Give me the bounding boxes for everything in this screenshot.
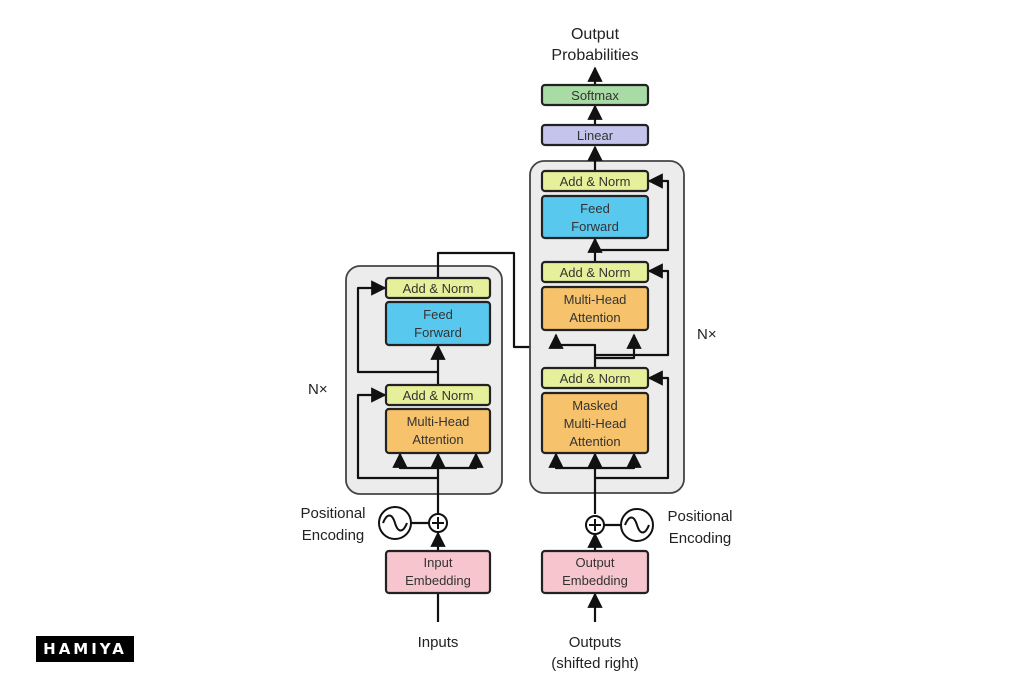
output-probabilities-label: Output	[571, 26, 620, 43]
encoder-feed-forward-label: Forward	[414, 325, 462, 340]
decoder-add-norm-top	[540, 169, 650, 193]
masked-attention-label: Multi-Head	[564, 416, 627, 431]
encoder-feed-forward-label: Feed	[423, 307, 453, 322]
decoder-feed-forward	[540, 194, 650, 240]
decoder-positional-encoding-label: Positional	[667, 508, 732, 525]
encoder-feed-forward	[384, 300, 492, 347]
input-embedding	[384, 549, 492, 595]
output-embedding-label: Embedding	[562, 573, 628, 588]
output-probabilities-label: Probabilities	[551, 47, 638, 64]
decoder-add-norm-mid	[540, 260, 650, 284]
decoder-add-norm-bottom-label: Add & Norm	[560, 371, 631, 386]
encoder-add-norm-bottom-label: Add & Norm	[403, 388, 474, 403]
masked-attention-label: Masked	[572, 398, 618, 413]
masked-multi-head-attention	[540, 391, 650, 455]
linear-label: Linear	[577, 128, 614, 143]
masked-attention-label: Attention	[569, 434, 620, 449]
softmax-block	[540, 83, 650, 107]
decoder-add-norm-mid-label: Add & Norm	[560, 265, 631, 280]
watermark-logo: HAMIYA	[36, 636, 134, 662]
decoder-add-norm-bottom	[540, 366, 650, 390]
encoder-positional-encoding-label: Positional	[300, 505, 365, 522]
input-embedding-label: Embedding	[405, 573, 471, 588]
encoder-attention-label: Attention	[412, 432, 463, 447]
outputs-label: (shifted right)	[551, 655, 639, 672]
encoder-add-norm-bottom	[384, 383, 492, 407]
output-embedding	[540, 549, 650, 595]
softmax-label: Softmax	[571, 88, 619, 103]
input-embedding-label: Input	[424, 555, 453, 570]
encoder-positional-encoding-label: Encoding	[302, 527, 365, 544]
decoder-feed-forward-label: Feed	[580, 201, 610, 216]
decoder-nx-label: N×	[697, 326, 717, 343]
decoder-positional-encoding-label: Encoding	[669, 530, 732, 547]
decoder-feed-forward-label: Forward	[571, 219, 619, 234]
encoder-attention-label: Multi-Head	[407, 414, 470, 429]
output-embedding-label: Output	[575, 555, 614, 570]
inputs-label: Inputs	[418, 634, 459, 651]
encoder-add-norm-top-label: Add & Norm	[403, 281, 474, 296]
decoder-multi-head-attention	[540, 285, 650, 332]
encoder-stack	[345, 265, 503, 495]
decoder-attention-label: Attention	[569, 310, 620, 325]
outputs-label: Outputs	[569, 634, 622, 651]
decoder-attention-label: Multi-Head	[564, 292, 627, 307]
linear-block	[540, 123, 650, 147]
encoder-multi-head-attention	[384, 407, 492, 455]
decoder-add-norm-top-label: Add & Norm	[560, 174, 631, 189]
encoder-nx-label: N×	[308, 381, 328, 398]
encoder-add-norm-top	[384, 276, 492, 300]
